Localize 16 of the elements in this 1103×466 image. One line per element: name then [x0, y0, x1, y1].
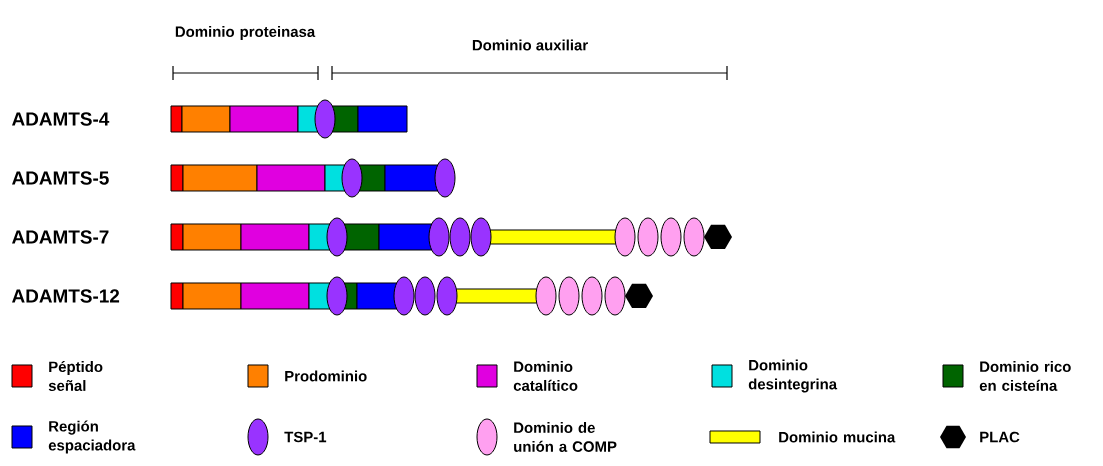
legend-label: Región espaciadora [48, 420, 136, 454]
legend-label: PLAC [980, 431, 1020, 443]
legend-label: Dominio rico en cisteína [979, 361, 1071, 391]
legend-label: Péptido señal [48, 361, 103, 391]
legend-label: Dominio mucina [779, 431, 896, 443]
protein-name: ADAMTS-12 [12, 289, 120, 303]
legend-label: Dominio de unión a COMP [514, 422, 617, 452]
legend-label: Dominio desintegrina [748, 359, 838, 393]
legend-label: Dominio catalítico [513, 361, 578, 391]
protein-name: ADAMTS-5 [12, 171, 109, 185]
legend-label: Prodominio [285, 370, 367, 382]
domain-label: Dominio auxiliar [472, 39, 588, 51]
protein-name: ADAMTS-7 [12, 230, 109, 244]
protein-name: ADAMTS-4 [12, 112, 110, 126]
legend-label: TSP-1 [284, 431, 327, 443]
domain-label: Dominio proteinasa [175, 26, 316, 40]
